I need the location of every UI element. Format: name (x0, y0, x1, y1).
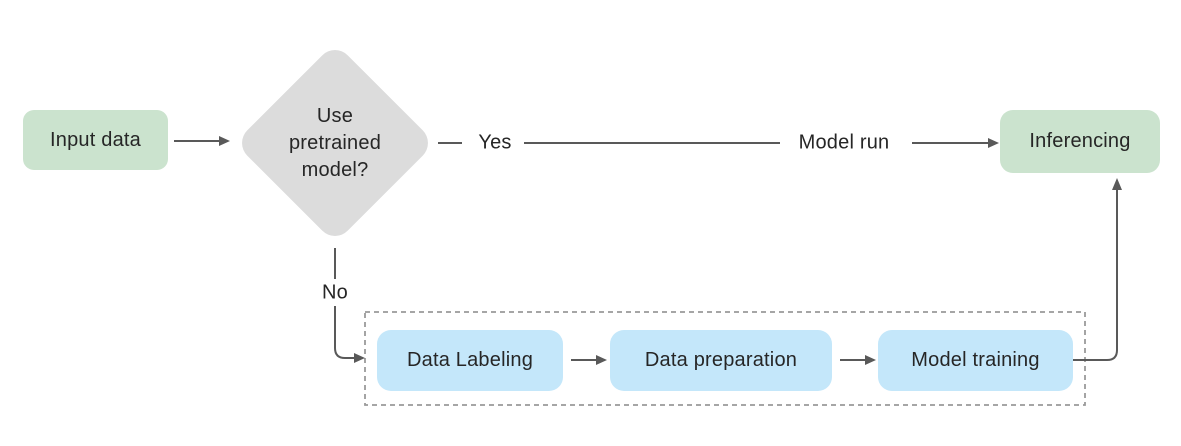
edge-label-no: No (320, 281, 350, 305)
edge-label-model-run: Model run (796, 131, 892, 155)
edge-label-yes: Yes (476, 131, 514, 155)
arrow-data-labeling-to-data-preparation (571, 355, 607, 365)
arrow-no-to-data-labeling (334, 306, 365, 363)
node-model-training: Model training (878, 330, 1073, 391)
node-inferencing: Inferencing (1000, 110, 1160, 173)
node-data-preparation: Data preparation (610, 330, 832, 391)
node-data-labeling: Data Labeling (377, 330, 563, 391)
arrow-model-run-to-inferencing (912, 138, 999, 148)
arrow-input-to-decision (174, 136, 230, 146)
arrow-data-preparation-to-model-training (840, 355, 876, 365)
node-decision-label: Use pretrained model? (288, 104, 382, 181)
node-input-data: Input data (23, 110, 168, 170)
arrow-model-training-to-inferencing (1073, 178, 1122, 361)
